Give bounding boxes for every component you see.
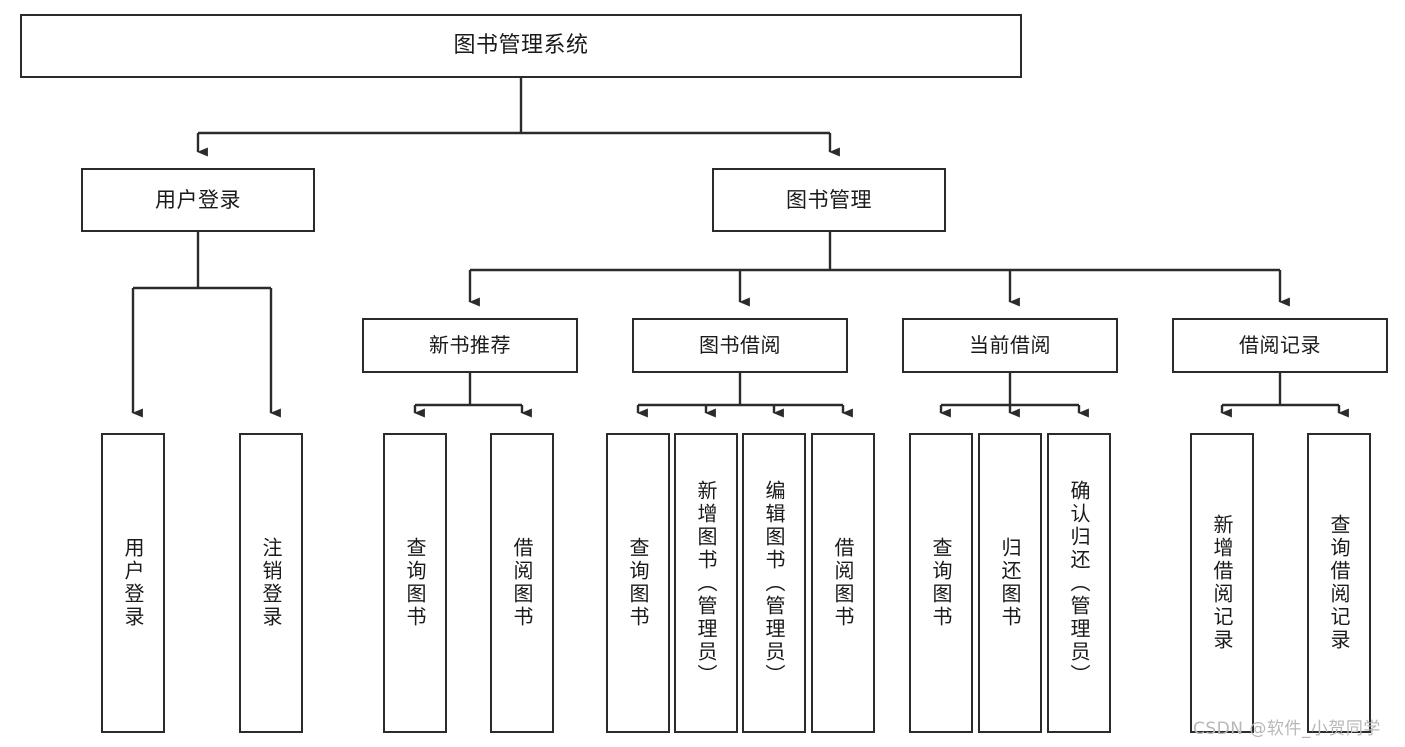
- node-label: 注销登录: [259, 537, 283, 629]
- node-label: 查询图书: [403, 537, 427, 629]
- node-leaf-user-login[interactable]: 用户登录: [101, 433, 165, 733]
- node-label: 新书推荐: [429, 332, 511, 357]
- node-leaf-add-book-admin[interactable]: 新增图书（管理员）: [674, 433, 738, 733]
- node-label: 借阅图书: [510, 537, 534, 629]
- node-leaf-add-borrow-record[interactable]: 新增借阅记录: [1190, 433, 1254, 733]
- node-label: 编辑图书（管理员）: [762, 479, 786, 687]
- node-label: 当前借阅: [969, 332, 1051, 357]
- node-leaf-query-books-new[interactable]: 查询图书: [383, 433, 447, 733]
- node-leaf-return-books[interactable]: 归还图书: [978, 433, 1042, 733]
- node-label: 用户登录: [155, 187, 241, 212]
- node-user-login[interactable]: 用户登录: [81, 168, 315, 232]
- node-label: 确认归还（管理员）: [1067, 479, 1091, 687]
- node-label: 查询借阅记录: [1327, 514, 1351, 652]
- node-label: 归还图书: [998, 537, 1022, 629]
- node-borrowing-records[interactable]: 借阅记录: [1172, 318, 1388, 373]
- node-label: 图书借阅: [699, 332, 781, 357]
- node-label: 图书管理: [786, 187, 872, 212]
- node-label: 新增图书（管理员）: [694, 479, 718, 687]
- node-current-borrowing[interactable]: 当前借阅: [902, 318, 1118, 373]
- node-leaf-query-borrow-record[interactable]: 查询借阅记录: [1307, 433, 1371, 733]
- node-leaf-confirm-return-admin[interactable]: 确认归还（管理员）: [1047, 433, 1111, 733]
- node-leaf-query-books-current[interactable]: 查询图书: [909, 433, 973, 733]
- node-label: 用户登录: [121, 537, 145, 629]
- node-label: 新增借阅记录: [1210, 514, 1234, 652]
- node-label: 查询图书: [929, 537, 953, 629]
- node-label: 图书管理系统: [453, 33, 589, 59]
- node-book-borrowing[interactable]: 图书借阅: [632, 318, 848, 373]
- node-leaf-borrow-books[interactable]: 借阅图书: [811, 433, 875, 733]
- node-leaf-logout[interactable]: 注销登录: [239, 433, 303, 733]
- node-leaf-borrow-books-new[interactable]: 借阅图书: [490, 433, 554, 733]
- node-leaf-edit-book-admin[interactable]: 编辑图书（管理员）: [742, 433, 806, 733]
- node-label: 查询图书: [626, 537, 650, 629]
- node-label: 借阅记录: [1239, 332, 1321, 357]
- node-new-book-recommendation[interactable]: 新书推荐: [362, 318, 578, 373]
- node-book-management[interactable]: 图书管理: [712, 168, 946, 232]
- node-root-book-management-system[interactable]: 图书管理系统: [20, 14, 1022, 78]
- node-leaf-query-books-borrow[interactable]: 查询图书: [606, 433, 670, 733]
- csdn-watermark: CSDN @软件_小贺同学: [1193, 719, 1381, 739]
- node-label: 借阅图书: [831, 537, 855, 629]
